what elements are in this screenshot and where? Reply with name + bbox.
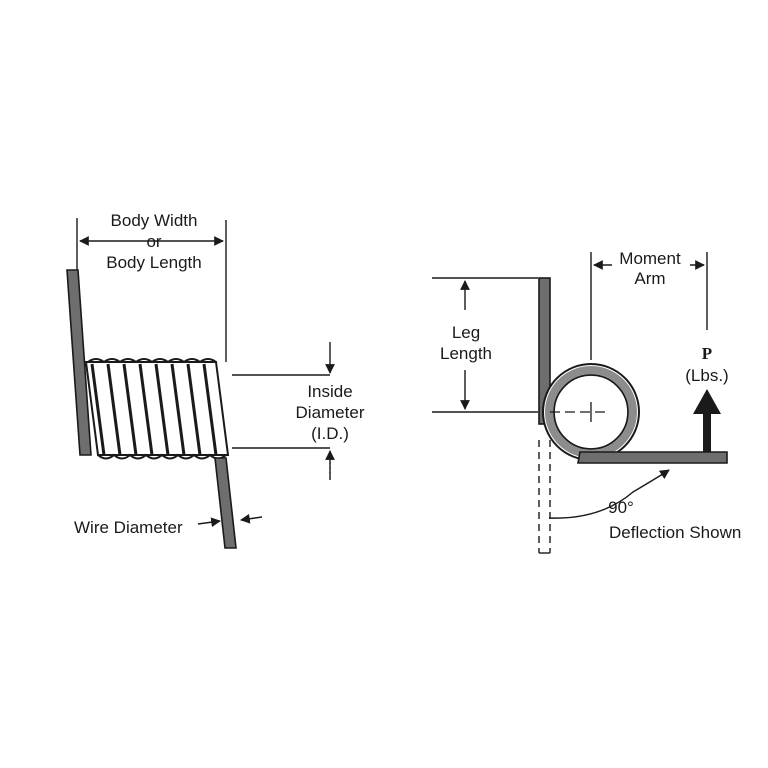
leg-length-label-line1: Leg (452, 323, 480, 342)
wire-diameter-arrow-right (240, 513, 263, 524)
leg-length-label-line2: Length (440, 344, 492, 363)
deflection-angle-label: 90° (608, 498, 634, 517)
moment-arm-label-line1: Moment (619, 249, 681, 268)
wire-diameter-arrow-left (197, 517, 221, 528)
moment-arm-label-bg (612, 248, 690, 286)
load-arrow (693, 389, 721, 452)
load-symbol: P (702, 344, 712, 363)
load-units: (Lbs.) (685, 366, 728, 385)
body-width-label-line1: Body Width (111, 211, 198, 230)
spring-top-leg (66, 269, 92, 456)
original-leg-position-dashed (538, 440, 551, 554)
torsion-spring-figure: Leg Length Moment Arm P (Lbs.) (432, 248, 741, 554)
deflection-text-label: Deflection Shown (609, 523, 741, 542)
coil-spring-figure: Body Width or Body Length Inside Diame (66, 211, 365, 549)
moment-arm-label-line2: Arm (634, 269, 665, 288)
inside-diameter-label-line1: Inside (307, 382, 352, 401)
body-width-label-line3: Body Length (106, 253, 201, 272)
spring-horizontal-leg (577, 451, 728, 464)
inside-diameter-label-line3: (I.D.) (311, 424, 349, 443)
spring-coils (84, 358, 230, 460)
deflection-arc (548, 469, 670, 519)
inside-diameter-label-line2: Diameter (296, 403, 365, 422)
body-width-label-line2: or (146, 232, 161, 251)
spring-bottom-leg (214, 457, 237, 549)
wire-diameter-label: Wire Diameter (74, 518, 183, 537)
